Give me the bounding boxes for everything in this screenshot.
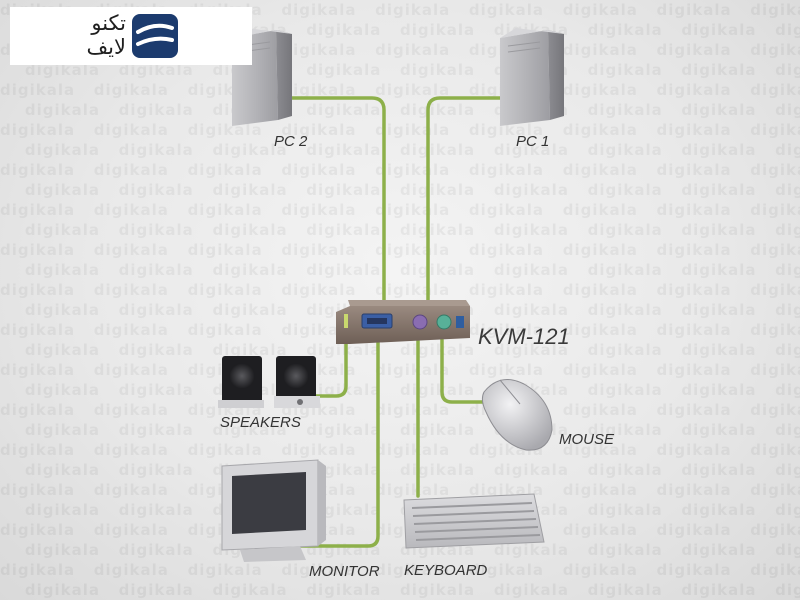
label-pc1: PC 1	[516, 133, 550, 150]
logo-text: تکنو لایف	[56, 11, 126, 59]
ps2-keyboard-port-icon	[412, 314, 428, 330]
technolife-logo: تکنو لایف	[10, 7, 252, 65]
label-keyboard: KEYBOARD	[404, 562, 488, 579]
cable-monitor	[298, 338, 380, 548]
ps2-mouse-port-icon	[436, 314, 452, 330]
cable-pc1	[426, 96, 504, 310]
label-speakers: SPEAKERS	[220, 414, 301, 431]
kvm-led-icon	[344, 314, 348, 328]
usb-port-icon	[456, 316, 464, 328]
cable-speakers	[314, 338, 348, 398]
cables	[278, 96, 504, 548]
label-monitor: MONITOR	[309, 563, 380, 580]
label-pc2: PC 2	[274, 133, 308, 150]
monitor-icon	[221, 459, 326, 562]
kvm-model-label: KVM-121	[478, 324, 570, 349]
keyboard-icon	[403, 493, 545, 549]
logo-text-line1: تکنو	[91, 11, 126, 35]
logo-text-line2: لایف	[86, 35, 126, 59]
pc1-tower	[500, 28, 564, 126]
speakers-icon	[218, 356, 320, 408]
cable-mouse	[440, 338, 492, 404]
cable-pc2	[278, 96, 386, 310]
kvm-switch	[336, 300, 470, 344]
logo-emblem-icon	[132, 14, 178, 58]
label-mouse: MOUSE	[559, 431, 615, 448]
mouse-icon	[481, 379, 553, 451]
